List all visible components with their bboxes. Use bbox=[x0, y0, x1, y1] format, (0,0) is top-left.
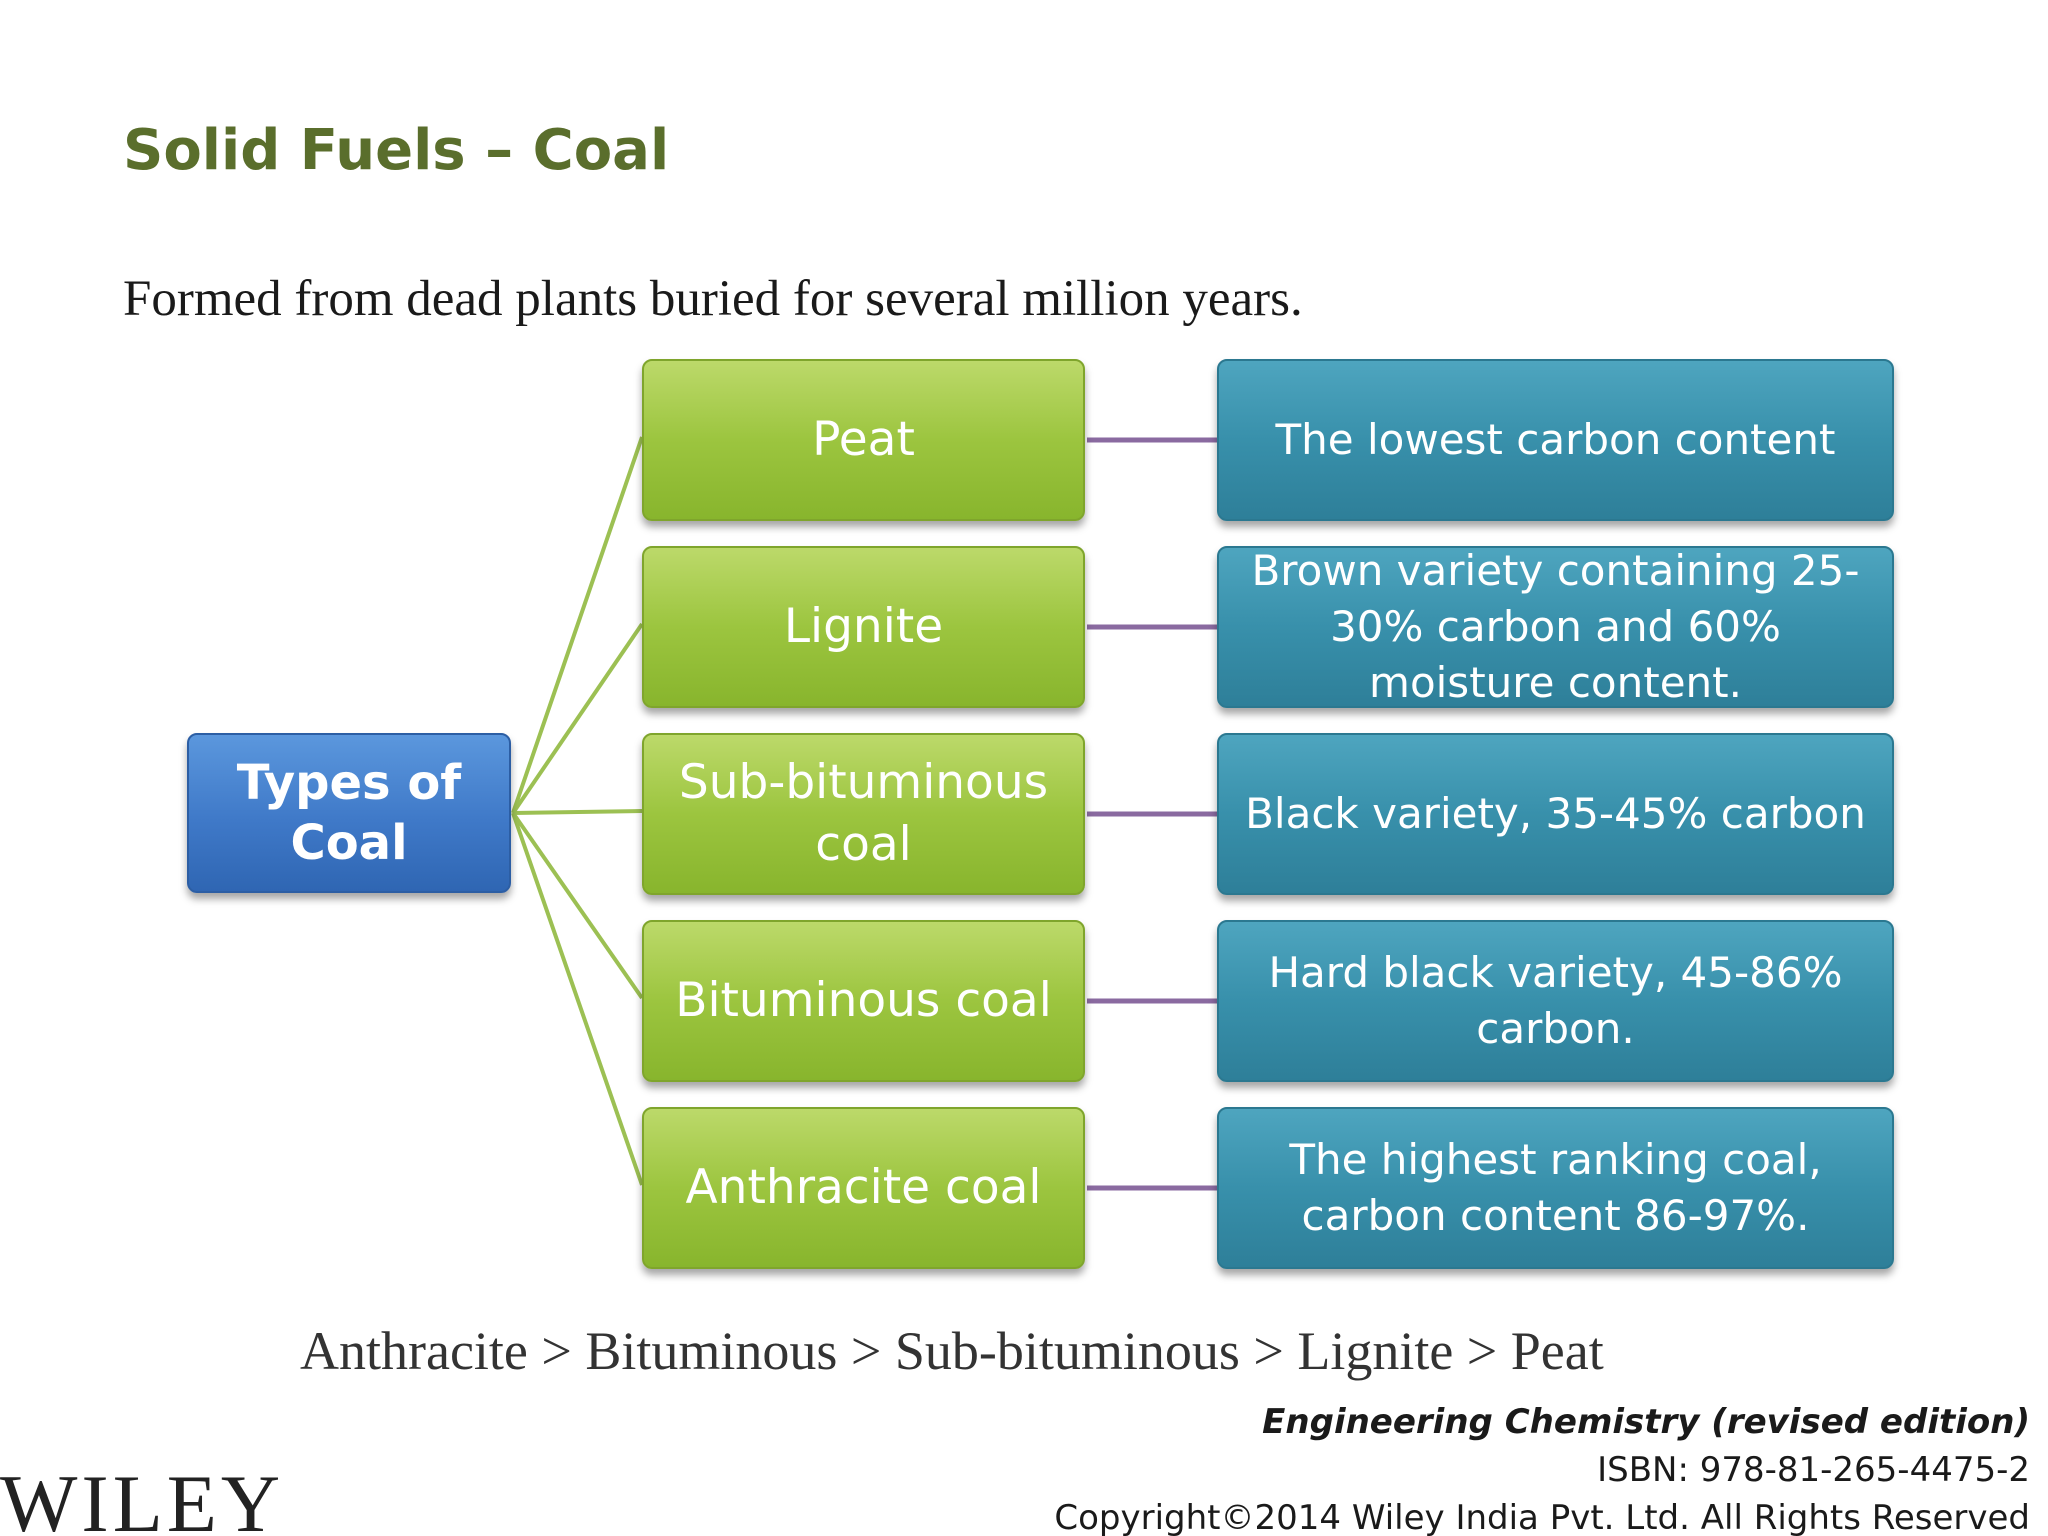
description-bituminous: Hard black variety, 45-86% carbon. bbox=[1217, 920, 1894, 1082]
coal-type-label: Lignite bbox=[783, 599, 944, 654]
ranking-order: Anthracite > Bituminous > Sub-bituminous… bbox=[300, 1321, 1604, 1381]
slide-subtitle: Formed from dead plants buried for sever… bbox=[123, 271, 1303, 327]
coal-type-label: Anthracite coal bbox=[685, 1160, 1042, 1215]
branch-line-peat bbox=[511, 436, 644, 814]
description-text: Black variety, 35-45% carbon bbox=[1245, 789, 1866, 838]
branch-lines bbox=[511, 436, 644, 1186]
coal-type-label: Bituminous coal bbox=[675, 973, 1052, 1028]
root-node-label: Types of Coal bbox=[236, 755, 462, 871]
coal-type-lignite: Lignite bbox=[642, 546, 1085, 708]
description-anthracite: The highest ranking coal, carbon content… bbox=[1217, 1107, 1894, 1269]
description-sub-bituminous: Black variety, 35-45% carbon bbox=[1217, 733, 1894, 895]
footer: Engineering Chemistry (revised edition) … bbox=[1054, 1398, 2030, 1536]
footer-book-title: Engineering Chemistry (revised edition) bbox=[1262, 1402, 2030, 1442]
footer-copyright: Copyright©2014 Wiley India Pvt. Ltd. All… bbox=[1054, 1498, 2030, 1536]
coal-type-label: Peat bbox=[812, 412, 915, 467]
description-lignite: Brown variety containing 25-30% carbon a… bbox=[1217, 546, 1894, 708]
root-node: Types of Coal bbox=[187, 733, 511, 893]
connector-lines bbox=[1087, 437, 1217, 1191]
branch-line-anthracite bbox=[511, 812, 644, 1186]
coal-type-anthracite: Anthracite coal bbox=[642, 1107, 1085, 1269]
branch-line-lignite bbox=[511, 622, 644, 815]
wiley-logo: WILEY bbox=[0, 1458, 285, 1536]
description-text: Brown variety containing 25-30% carbon a… bbox=[1251, 546, 1860, 707]
branch-line-bituminous bbox=[511, 811, 644, 1000]
branch-line-sub-bituminous bbox=[512, 809, 643, 815]
coal-type-label: Sub-bituminous coal bbox=[678, 755, 1049, 872]
footer-isbn: ISBN: 978-81-265-4475-2 bbox=[1597, 1450, 2030, 1490]
coal-type-peat: Peat bbox=[642, 359, 1085, 521]
slide-title: Solid Fuels – Coal bbox=[123, 118, 670, 183]
description-text: Hard black variety, 45-86% carbon. bbox=[1268, 948, 1843, 1053]
description-text: The lowest carbon content bbox=[1275, 415, 1836, 464]
description-text: The highest ranking coal, carbon content… bbox=[1289, 1135, 1822, 1240]
description-peat: The lowest carbon content bbox=[1217, 359, 1894, 521]
coal-type-bituminous: Bituminous coal bbox=[642, 920, 1085, 1082]
coal-type-sub-bituminous: Sub-bituminous coal bbox=[642, 733, 1085, 895]
